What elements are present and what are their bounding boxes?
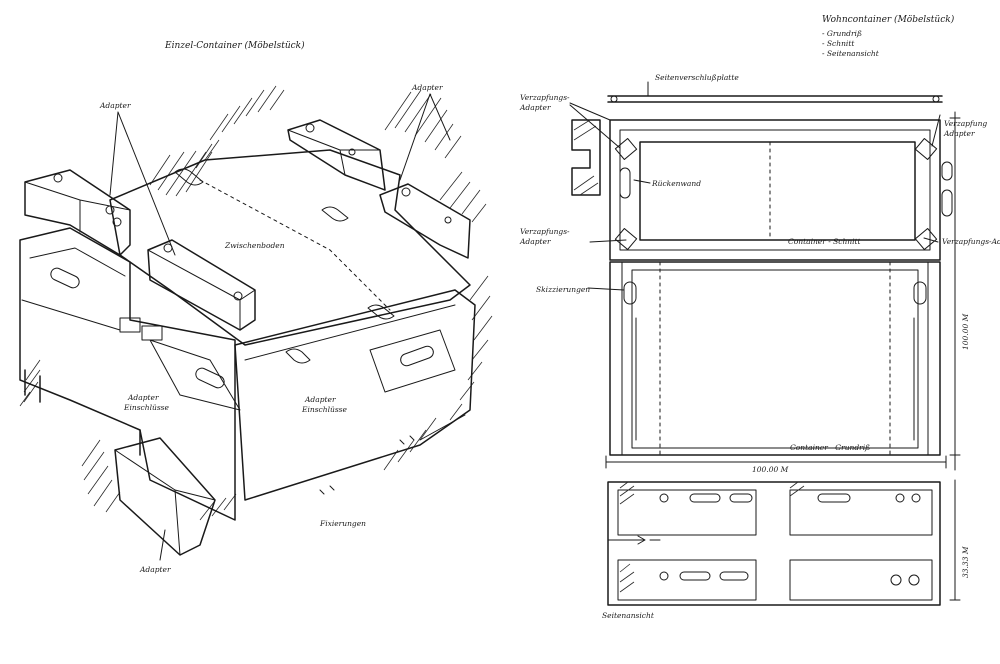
legend-item-seitenansicht: - Seitenansicht bbox=[822, 49, 880, 58]
label-dim-vertical-1: 100.00 M bbox=[961, 313, 970, 350]
label-skizzierungen: Skizzierungen bbox=[536, 285, 590, 294]
label-seitenansicht: Seitenansicht bbox=[602, 611, 655, 620]
label-seitenverschlussplatte: Seitenverschlußplatte bbox=[655, 73, 739, 82]
label-adapter-einschluesse-side-1: Adapter bbox=[304, 395, 336, 404]
left-title: Einzel-Container (Möbelstück) bbox=[164, 40, 305, 51]
orthographic-container-sketch: Wohncontainer (Möbelstück) - Grundriß - … bbox=[519, 14, 1000, 620]
label-adapter-top-left: Adapter bbox=[99, 101, 131, 110]
legend-item-grundriss: - Grundriß bbox=[822, 29, 862, 38]
label-dim-horizontal: 100.00 M bbox=[752, 465, 789, 474]
label-verzapfung-adapter-tr-1: Verzapfung bbox=[944, 119, 987, 128]
label-container-schnitt: Container - Schnitt bbox=[788, 237, 862, 246]
label-fixierungen: Fixierungen bbox=[319, 519, 366, 528]
label-zwischenboden: Zwischenboden bbox=[224, 241, 285, 250]
label-verzapfungs-adapter-tl-2: Adapter bbox=[519, 103, 551, 112]
label-adapter-einschluesse-front-1: Adapter bbox=[127, 393, 159, 402]
label-verzapfungs-adapter-mr: Verzapfungs-Adapter bbox=[942, 237, 1000, 246]
label-verzapfungs-adapter-ml-2: Adapter bbox=[519, 237, 551, 246]
legend-title: Wohncontainer (Möbelstück) bbox=[822, 14, 955, 25]
label-adapter-bottom: Adapter bbox=[139, 565, 171, 574]
isometric-container-sketch: Einzel-Container (Möbelstück) bbox=[19, 40, 493, 574]
label-rueckenwand: Rückenwand bbox=[651, 179, 701, 188]
label-verzapfung-adapter-tr-2: Adapter bbox=[943, 129, 975, 138]
label-adapter-top-right: Adapter bbox=[411, 83, 443, 92]
label-dim-vertical-2: 33.33 M bbox=[961, 546, 970, 578]
label-adapter-einschluesse-side-2: Einschlüsse bbox=[301, 405, 348, 414]
background-hatching bbox=[19, 85, 493, 521]
label-verzapfungs-adapter-tl-1: Verzapfungs- bbox=[520, 93, 570, 102]
label-verzapfungs-adapter-ml-1: Verzapfungs- bbox=[520, 227, 570, 236]
label-container-grundriss: Container - Grundriß bbox=[790, 443, 870, 452]
legend-item-schnitt: - Schnitt bbox=[822, 39, 855, 48]
label-adapter-einschluesse-front-2: Einschlüsse bbox=[123, 403, 170, 412]
